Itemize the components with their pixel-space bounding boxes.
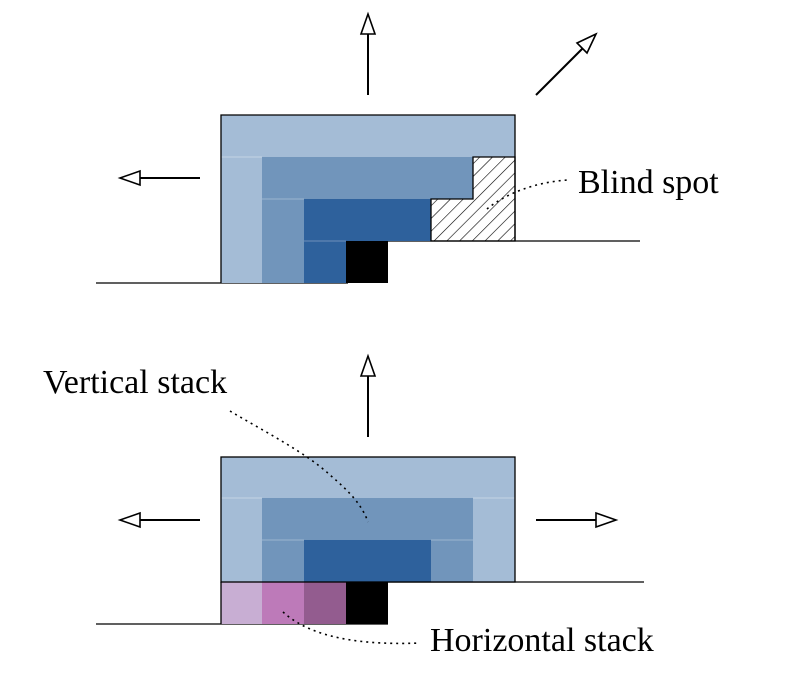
bottom-core-block	[346, 582, 388, 624]
top-up-arrow	[359, 11, 377, 95]
vertical-stack-pointer	[229, 410, 369, 523]
top-panel: Blind spot	[96, 11, 719, 284]
vertical-stack-label: Vertical stack	[43, 364, 227, 401]
top-core-block	[346, 241, 388, 283]
top-layer-mid	[262, 157, 473, 283]
top-left-arrow	[117, 169, 200, 187]
horizontal-stack-pointer	[282, 611, 421, 645]
horizontal-stack-mid	[262, 582, 304, 624]
top-diagonal-arrow	[535, 32, 598, 96]
top-outline	[220, 114, 516, 283]
horizontal-stack-outer	[221, 582, 262, 624]
bottom-up-arrow	[359, 353, 377, 437]
horizontal-stack-inner	[304, 582, 346, 624]
bottom-layer-outer	[221, 457, 515, 582]
bottom-panel: Vertical stack Horizontal stack	[43, 353, 654, 659]
bottom-layer-inner	[304, 540, 431, 582]
blind-spot-label: Blind spot	[578, 164, 719, 201]
bottom-outline	[220, 456, 516, 583]
horizontal-stack-label: Horizontal stack	[430, 622, 654, 659]
bottom-left-arrow	[117, 511, 200, 529]
blind-spot-pointer	[486, 179, 569, 210]
bottom-right-arrow	[536, 511, 619, 529]
